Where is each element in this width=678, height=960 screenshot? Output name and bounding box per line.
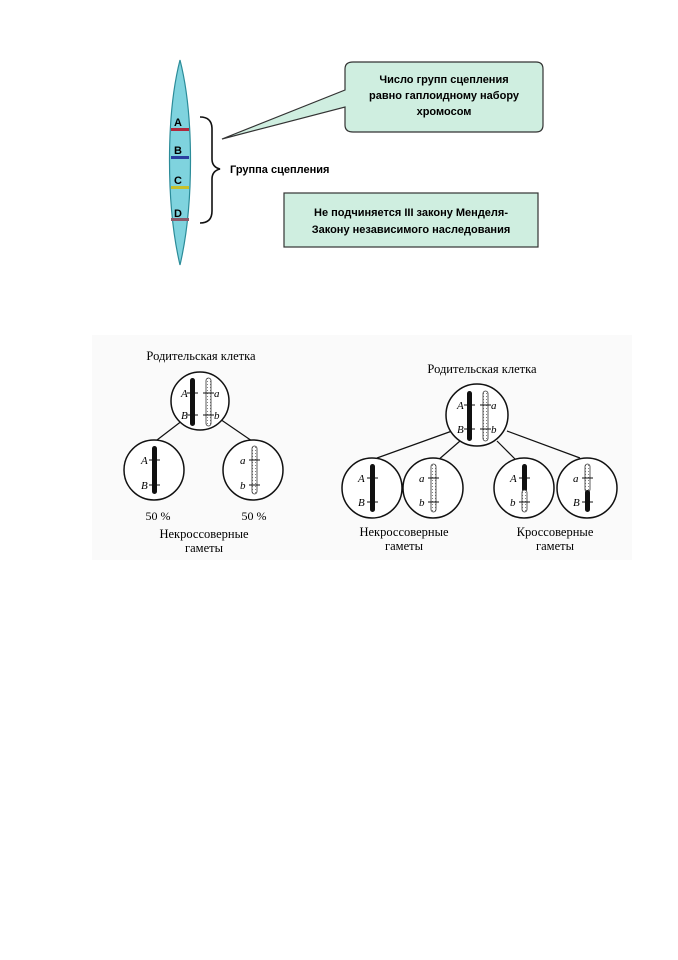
right-parent-cell [445, 383, 509, 447]
right-cross-caption-line-1: Кроссоверные [517, 525, 594, 539]
band-label-c: C [174, 175, 182, 187]
right-gamete-4-allele-2: B [573, 497, 580, 509]
right-link-1 [376, 430, 453, 459]
band-c [171, 186, 189, 189]
right-gamete-1-chromosome [370, 464, 375, 512]
right-parent-allele-a: a [491, 400, 497, 412]
right-gamete-3-chromosome-bottom [521, 489, 528, 513]
left-parent-allele-b: b [214, 410, 220, 422]
left-parent-light-chromosome [205, 377, 212, 427]
left-gamete-1-chromosome [152, 446, 157, 494]
band-a [171, 128, 189, 131]
right-link-3 [496, 440, 518, 462]
linkage-brace [199, 116, 221, 224]
right-link-4 [506, 430, 581, 459]
right-gamete-3-allele-1: A [509, 473, 517, 485]
right-gamete-4-chromosome-bottom [585, 490, 590, 512]
right-link-2 [436, 440, 461, 462]
right-gamete-2-chromosome [430, 463, 437, 513]
left-gamete-1-allele-2: B [141, 480, 148, 492]
right-parent-allele-A: A [456, 400, 464, 412]
left-percent-2: 50 % [242, 509, 267, 523]
left-gamete-2-chromosome [251, 445, 258, 495]
right-parent-allele-b: b [491, 424, 497, 436]
callout-bubble [221, 61, 544, 140]
band-d [171, 218, 189, 221]
gamete-diagram: Родительская клетка A B a b A B a b 50 %… [92, 335, 632, 560]
right-noncross-caption-line-1: Некроссоверные [359, 525, 449, 539]
law-box [283, 192, 539, 248]
left-parent-allele-A: A [180, 388, 188, 400]
left-caption-line-1: Некроссоверные [159, 527, 249, 541]
right-gamete-2-allele-2: b [419, 497, 425, 509]
left-caption-line-2: гаметы [185, 541, 224, 555]
band-b [171, 156, 189, 159]
right-parent-allele-B: B [457, 424, 464, 436]
right-gamete-4-allele-1: a [573, 473, 579, 485]
left-parent-dark-chromosome [190, 378, 195, 426]
band-label-a: A [174, 117, 182, 129]
callout-line-1: Число групп сцепления [379, 74, 508, 86]
group-label: Группа сцепления [230, 164, 329, 176]
left-percent-1: 50 % [146, 509, 171, 523]
right-parent-dark-chromosome [467, 391, 472, 441]
right-gamete-1-allele-2: B [358, 497, 365, 509]
left-parent-allele-B: B [181, 410, 188, 422]
law-line-1: Не подчиняется III закону Менделя- [314, 207, 508, 219]
law-line-2: Закону независимого наследования [312, 224, 511, 236]
right-parent-light-chromosome [482, 390, 489, 442]
right-gamete-1-allele-1: A [357, 473, 365, 485]
right-gamete-2-allele-1: a [419, 473, 425, 485]
band-label-b: B [174, 145, 182, 157]
band-label-d: D [174, 208, 182, 220]
left-parent-allele-a: a [214, 388, 220, 400]
left-gamete-1-allele-1: A [140, 455, 148, 467]
left-parent-cell [170, 371, 230, 431]
callout-line-2: равно гаплоидному набору [369, 90, 520, 102]
right-noncross-caption-line-2: гаметы [385, 539, 424, 553]
left-gamete-2-allele-1: a [240, 455, 246, 467]
left-gamete-2-allele-2: b [240, 480, 246, 492]
chromosome-shape [168, 59, 192, 266]
right-cross-caption-line-2: гаметы [536, 539, 575, 553]
left-link-2 [216, 416, 253, 442]
right-gamete-3-allele-2: b [510, 497, 516, 509]
linkage-group-diagram: A B C D Группа сцепления Число групп сце… [168, 59, 544, 266]
left-parent-label: Родительская клетка [146, 349, 256, 363]
right-parent-label: Родительская клетка [427, 362, 537, 376]
callout-line-3: хромосом [417, 106, 472, 118]
